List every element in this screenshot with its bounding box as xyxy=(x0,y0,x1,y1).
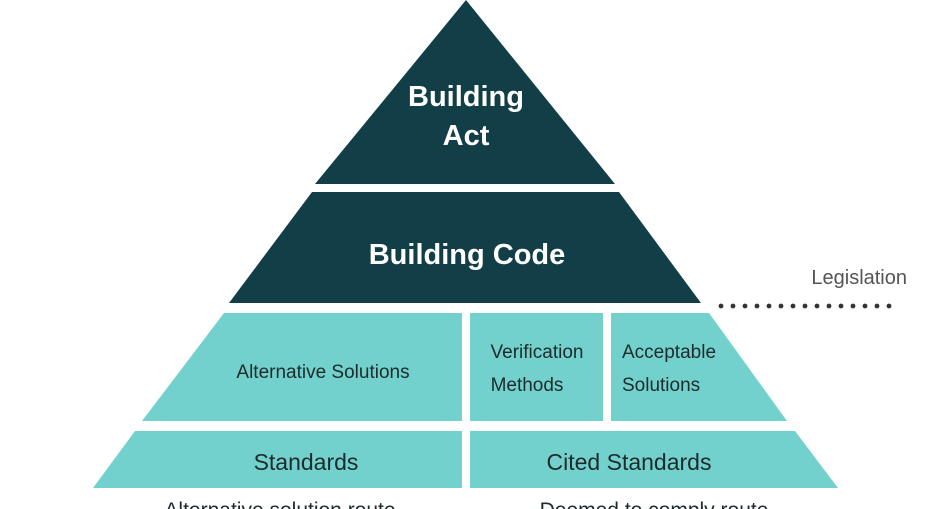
legislation-dot xyxy=(874,303,880,309)
verification-methods-label-line1: Verification xyxy=(491,342,584,363)
legislation-dot xyxy=(814,303,820,309)
legislation-dot xyxy=(718,303,724,309)
legislation-dot xyxy=(742,303,748,309)
alternative-solutions-label: Alternative Solutions xyxy=(236,362,409,383)
legislation-dot xyxy=(778,303,784,309)
legislation-dot xyxy=(730,303,736,309)
cited-standards-label: Cited Standards xyxy=(547,449,712,475)
legislation-dot xyxy=(790,303,796,309)
legislation-dot xyxy=(754,303,760,309)
legislation-dot xyxy=(850,303,856,309)
legislation-dot xyxy=(766,303,772,309)
legislation-dot xyxy=(862,303,868,309)
verification-methods-label-line2: Methods xyxy=(491,375,564,396)
tier-cited-standards xyxy=(470,431,838,488)
tier-verification-methods xyxy=(470,313,603,421)
deemed-route-label: Deemed to comply route xyxy=(540,499,769,509)
tier-building-act xyxy=(315,0,615,184)
legislation-dotted-line xyxy=(718,303,892,309)
tier-acceptable-solutions xyxy=(611,313,787,421)
standards-label: Standards xyxy=(254,449,359,475)
building-code-label: Building Code xyxy=(369,239,566,271)
legislation-dot xyxy=(826,303,832,309)
acceptable-solutions-label-line1: Acceptable xyxy=(622,342,716,363)
legislation-label: Legislation xyxy=(811,267,907,289)
alternative-route-label: Alternative solution route xyxy=(164,499,395,509)
building-act-label-line1: Building xyxy=(408,81,524,113)
building-act-label-line2: Act xyxy=(443,120,490,152)
tier-alternative-solutions xyxy=(142,313,462,421)
tier-building-code xyxy=(229,192,701,303)
legislation-dot xyxy=(838,303,844,309)
acceptable-solutions-label-line2: Solutions xyxy=(622,375,700,396)
legislation-dot xyxy=(886,303,892,309)
tier-standards xyxy=(93,431,462,488)
legislation-dot xyxy=(802,303,808,309)
